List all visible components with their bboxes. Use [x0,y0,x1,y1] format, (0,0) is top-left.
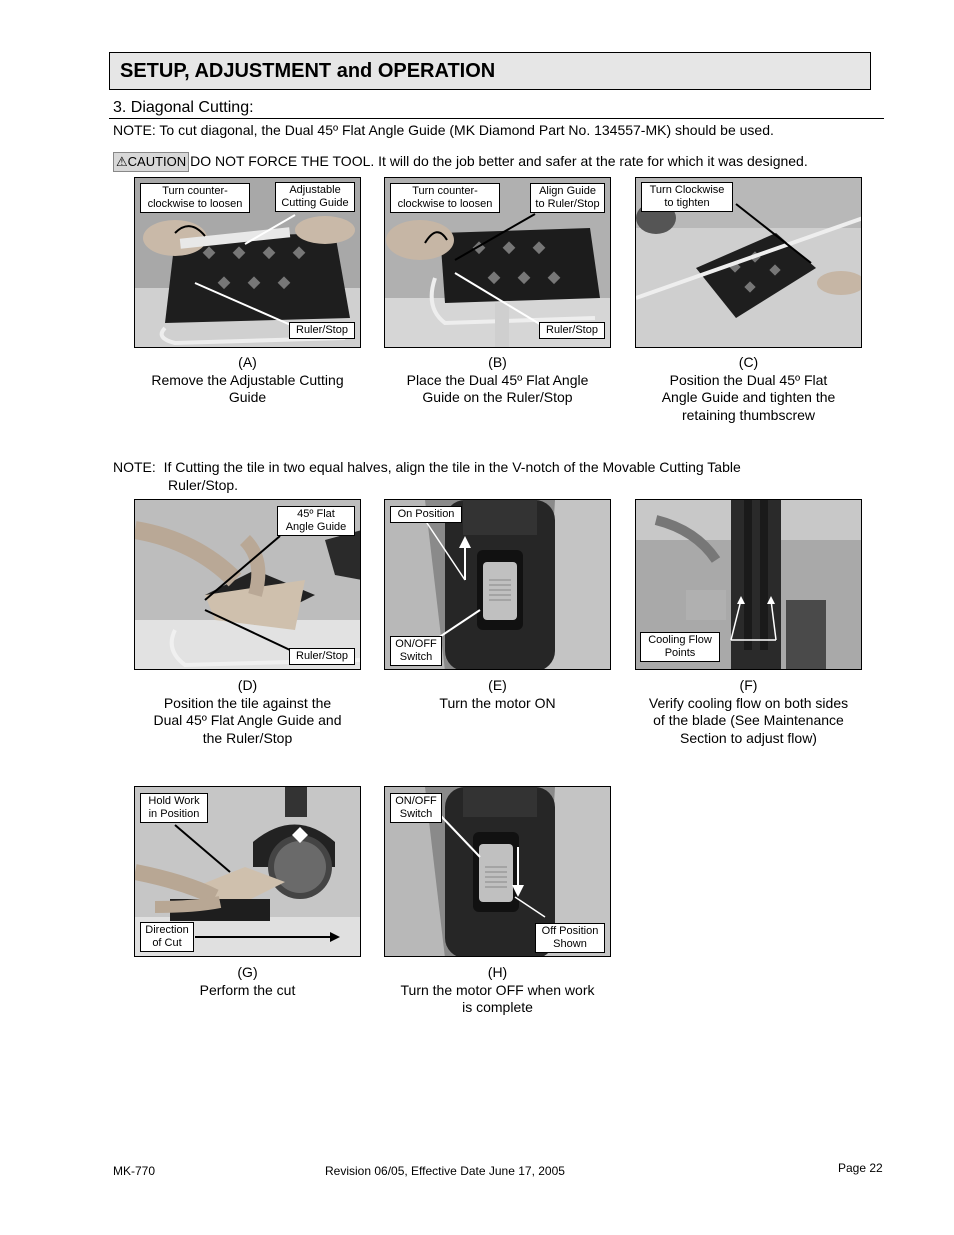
caption-a-line: Remove the Adjustable Cutting [151,371,344,388]
caption-e: (E) Turn the motor ON [384,677,611,712]
caption-a-letter: (A) [238,354,257,370]
callout-b-ruler-stop: Ruler/Stop [539,322,605,339]
note2-line2: Ruler/Stop. [168,477,239,493]
caption-g-line: Perform the cut [199,981,296,998]
photo-b: Turn counter-clockwise to loosen Align G… [384,177,611,348]
header-title: SETUP, ADJUSTMENT and OPERATION [120,60,496,82]
caption-h-line: is complete [462,999,533,1015]
caption-a: (A) Remove the Adjustable Cutting Guide [134,354,361,407]
caption-d: (D) Position the tile against the Dual 4… [134,677,361,747]
caption-h-line: Turn the motor OFF when work [400,981,595,998]
caption-f: (F) Verify cooling flow on both sides of… [628,677,869,747]
footer-revision: Revision 06/05, Effective Date June 17, … [325,1164,565,1178]
section-title: 3. Diagonal Cutting: [113,99,254,116]
caption-g-letter: (G) [237,964,258,980]
caption-c-line: Angle Guide and tighten the [661,389,836,405]
caption-d-line: Position the tile against the [163,694,332,711]
caption-f-letter: (F) [739,677,758,693]
caution-text: DO NOT FORCE THE TOOL. It will do the jo… [190,153,808,169]
callout-a-ruler-stop: Ruler/Stop [289,322,355,339]
callout-d-ruler-stop: Ruler/Stop [289,648,355,665]
caption-f-line: Verify cooling flow on both sides [648,694,849,711]
footer-page-number: Page 22 [838,1161,883,1175]
caption-h-letter: (H) [487,964,508,980]
caption-b-line: Guide on the Ruler/Stop [422,389,573,405]
caption-c-line: retaining thumbscrew [681,406,816,423]
caution-badge: ⚠CAUTION [113,152,190,172]
caption-d-line: the Ruler/Stop [202,729,293,746]
caption-c-line: Position the Dual 45º Flat [669,371,828,388]
note2-line1: If Cutting the tile in two equal halves,… [163,459,741,475]
caption-h: (H) Turn the motor OFF when work is comp… [384,964,611,1017]
callout-e-on-position: On Position [390,506,462,523]
caption-f-line: of the blade (See Maintenance [653,712,844,728]
section-divider [109,118,884,119]
warning-icon: ⚠ [116,154,128,169]
caption-c: (C) Position the Dual 45º Flat Angle Gui… [630,354,867,424]
caption-b-line: Place the Dual 45º Flat Angle [406,371,589,388]
caption-d-line: Dual 45º Flat Angle Guide and [153,712,342,728]
caption-g: (G) Perform the cut [134,964,361,999]
caption-b: (B) Place the Dual 45º Flat Angle Guide … [384,354,611,407]
note2-prefix: NOTE: [113,459,156,475]
section-header: SETUP, ADJUSTMENT and OPERATION [109,52,871,90]
caption-f-line: Section to adjust flow) [680,729,817,746]
footer-model: MK-770 [113,1164,156,1178]
caption-c-letter: (C) [738,354,759,370]
callout-a-loosen: Turn counter-clockwise to loosen [140,183,250,213]
note-diagonal: NOTE: To cut diagonal, the Dual 45º Flat… [113,122,774,138]
caption-b-letter: (B) [488,354,507,370]
caption-e-letter: (E) [488,677,507,693]
photo-a: Turn counter-clockwise to loosen Adjusta… [134,177,361,348]
caution-label: CAUTION [127,154,187,169]
caption-e-line: Turn the motor ON [439,694,556,711]
callout-b-loosen: Turn counter-clockwise to loosen [390,183,500,213]
note-equal-halves: NOTE: If Cutting the tile in two equal h… [113,458,873,494]
caption-a-line: Guide [228,389,267,405]
caption-d-letter: (D) [237,677,258,693]
